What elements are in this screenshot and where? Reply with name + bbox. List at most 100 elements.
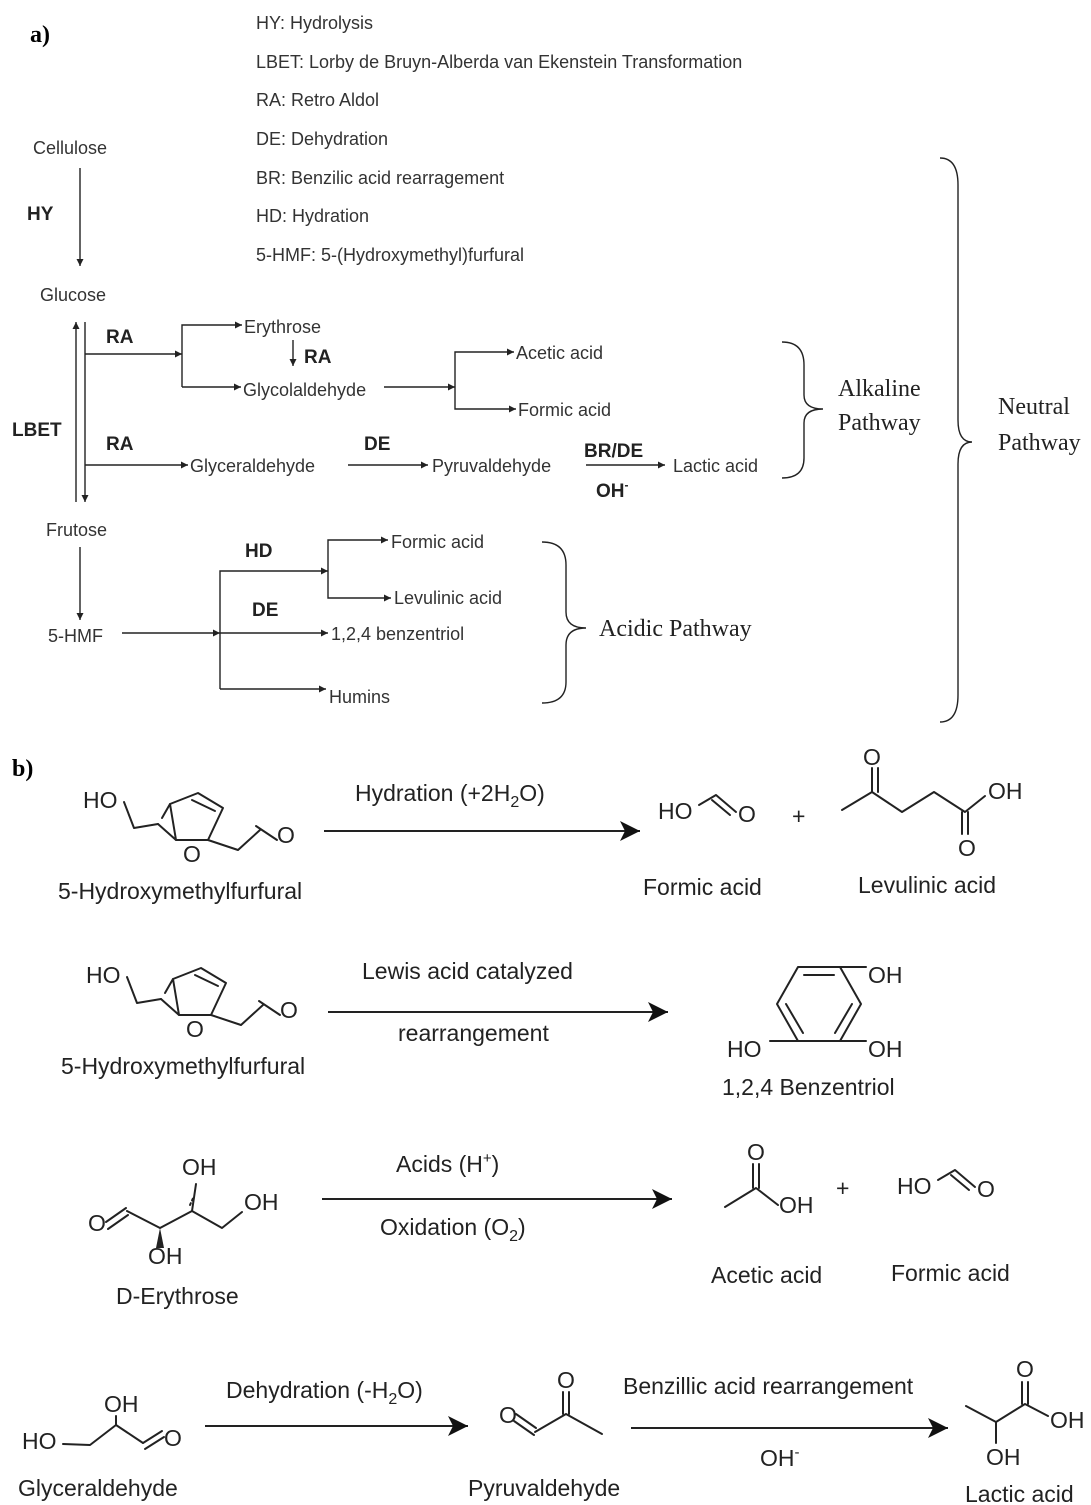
product-levulinic-acid: Levulinic acid [858,872,996,898]
formic-acid-structure-1: HO O [658,794,756,827]
reactant-glyceraldehyde: Glyceraldehyde [18,1475,178,1501]
svg-text:O: O [747,1139,765,1165]
reactant-hmf-2: 5-Hydroxymethylfurfural [61,1053,305,1079]
reactant-hmf-1: 5-Hydroxymethylfurfural [58,878,302,904]
node-cellulose: Cellulose [33,138,107,158]
lactic-acid-structure: O OH OH [965,1356,1085,1470]
product-acetic-acid: Acetic acid [711,1262,822,1288]
levulinic-acid-structure: O O OH [841,744,1023,861]
pathway-alkaline-line2: Pathway [838,410,921,436]
svg-text:O: O [499,1402,517,1428]
node-humins: Humins [329,687,390,707]
svg-text:HO: HO [727,1036,762,1062]
reaction-2: HO O O 5-Hydroxymethylfurfural Lewis aci… [61,958,903,1100]
reaction-1: HO O O 5-Hydroxymethylfurfural Hydration… [58,744,1023,904]
reactant-d-erythrose: D-Erythrose [116,1283,239,1309]
edge-label-hy: HY [27,204,54,225]
svg-text:O: O [1016,1356,1034,1382]
svg-text:HO: HO [86,962,121,988]
svg-text:HO: HO [22,1428,57,1454]
product-formic-acid-2: Formic acid [891,1260,1010,1286]
svg-text:O: O [186,1016,204,1042]
product-benzentriol: 1,2,4 Benzentriol [722,1074,895,1100]
edge-label-ra-3: RA [106,434,134,455]
legend-item-hy: HY: Hydrolysis [256,13,373,33]
edge-label-de-2: DE [252,600,278,621]
alkaline-brace [781,341,824,479]
svg-text:OH: OH [779,1192,814,1218]
hmf-structure-1: HO O O [83,787,295,867]
node-glycolaldehyde: Glycolaldehyde [243,380,366,400]
pyruvaldehyde-structure: O O [499,1367,603,1436]
legend-item-de: DE: Dehydration [256,129,388,149]
condition-dehydration: Dehydration (-H2O) [226,1377,423,1408]
panel-b: b) HO O O 5-Hydroxymethylfurfural Hydrat… [12,744,1085,1505]
node-glyceraldehyde: Glyceraldehyde [190,456,315,476]
pathway-arrows [72,168,665,693]
condition-hydroxide: OH- [760,1444,800,1471]
plus-1: + [792,803,805,829]
legend-item-hmf: 5-HMF: 5-(Hydroxymethyl)furfural [256,245,524,265]
condition-hydration: Hydration (+2H2O) [355,780,545,811]
node-pyruvaldehyde: Pyruvaldehyde [432,456,551,476]
svg-text:OH: OH [1050,1407,1085,1433]
d-erythrose-structure: O OH OH OH [88,1154,279,1269]
edge-label-hd: HD [245,541,272,562]
svg-text:O: O [183,841,201,867]
legend-item-lbet: LBET: Lorby de Bruyn-Alberda van Ekenste… [256,52,742,72]
edge-label-oh: OH- [596,478,629,502]
pathway-neutral-line1: Neutral [998,394,1070,420]
svg-text:HO: HO [658,798,693,824]
svg-text:O: O [277,822,295,848]
node-acetic-acid: Acetic acid [516,343,603,363]
reaction-4: HO OH O Glyceraldehyde Dehydration (-H2O… [18,1356,1085,1505]
svg-text:OH: OH [104,1391,139,1417]
svg-text:OH: OH [182,1154,217,1180]
svg-text:O: O [958,835,976,861]
node-levulinic-acid: Levulinic acid [394,588,502,608]
node-lactic-acid: Lactic acid [673,456,758,476]
panel-a-label: a) [30,22,50,48]
condition-acids: Acids (H+) [396,1150,499,1177]
svg-text:O: O [164,1425,182,1451]
svg-text:O: O [280,997,298,1023]
node-benzentriol: 1,2,4 benzentriol [331,624,464,644]
svg-text:OH: OH [986,1444,1021,1470]
svg-text:OH: OH [988,778,1023,804]
svg-text:OH: OH [148,1243,183,1269]
node-frutose: Frutose [46,520,107,540]
benzentriol-structure: OH OH HO [727,962,903,1062]
node-glucose: Glucose [40,285,106,305]
svg-text:O: O [88,1210,106,1236]
condition-oxidation: Oxidation (O2) [380,1214,526,1245]
pathway-neutral-line2: Pathway [998,430,1081,456]
acetic-acid-structure: O OH [724,1139,814,1218]
svg-text:OH: OH [244,1189,279,1215]
plus-2: + [836,1175,849,1201]
edge-label-de-1: DE [364,434,390,455]
svg-text:O: O [863,744,881,770]
acidic-brace [541,541,587,704]
svg-text:HO: HO [83,787,118,813]
node-formic-acid-acidic: Formic acid [391,532,484,552]
neutral-brace [939,157,973,723]
panel-a: a) HY: Hydrolysis LBET: Lorby de Bruyn-A… [12,13,1081,723]
node-5-hmf: 5-HMF [48,626,103,646]
legend-item-br: BR: Benzilic acid rearragement [256,168,504,188]
pathway-acidic: Acidic Pathway [599,616,752,642]
svg-text:OH: OH [868,1036,903,1062]
reaction-3: O OH OH OH D-Erythrose Acids (H+) Oxidat… [88,1139,1010,1309]
panel-b-label: b) [12,756,33,782]
legend-item-hd: HD: Hydration [256,206,369,226]
product-lactic-acid: Lactic acid [965,1481,1074,1505]
svg-text:OH: OH [868,962,903,988]
intermediate-pyruvaldehyde: Pyruvaldehyde [468,1475,620,1501]
hmf-structure-2: HO O O [86,962,298,1042]
abbreviation-legend: HY: Hydrolysis LBET: Lorby de Bruyn-Albe… [256,13,742,265]
formic-acid-structure-2: HO O [897,1169,995,1202]
edge-label-ra-2: RA [304,347,332,368]
svg-text:O: O [557,1367,575,1393]
glyceraldehyde-structure: HO OH O [22,1391,182,1454]
